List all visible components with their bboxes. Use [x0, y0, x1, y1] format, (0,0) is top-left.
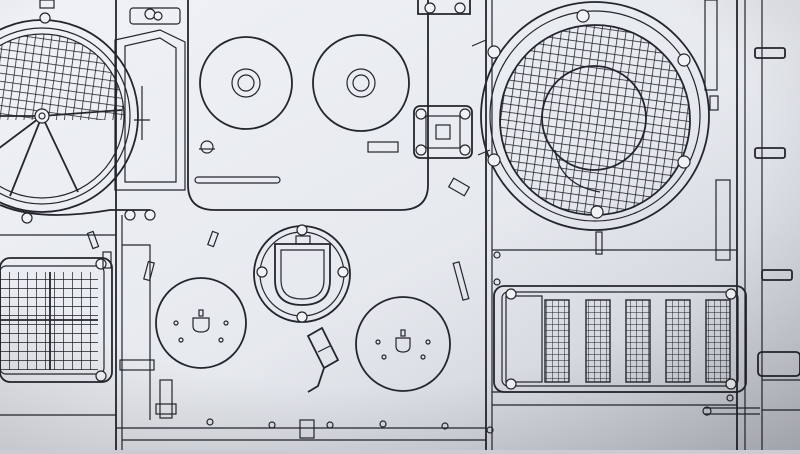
photo-vignette — [0, 0, 800, 450]
drawing-canvas — [0, 0, 800, 450]
technical-drawing — [0, 0, 800, 450]
